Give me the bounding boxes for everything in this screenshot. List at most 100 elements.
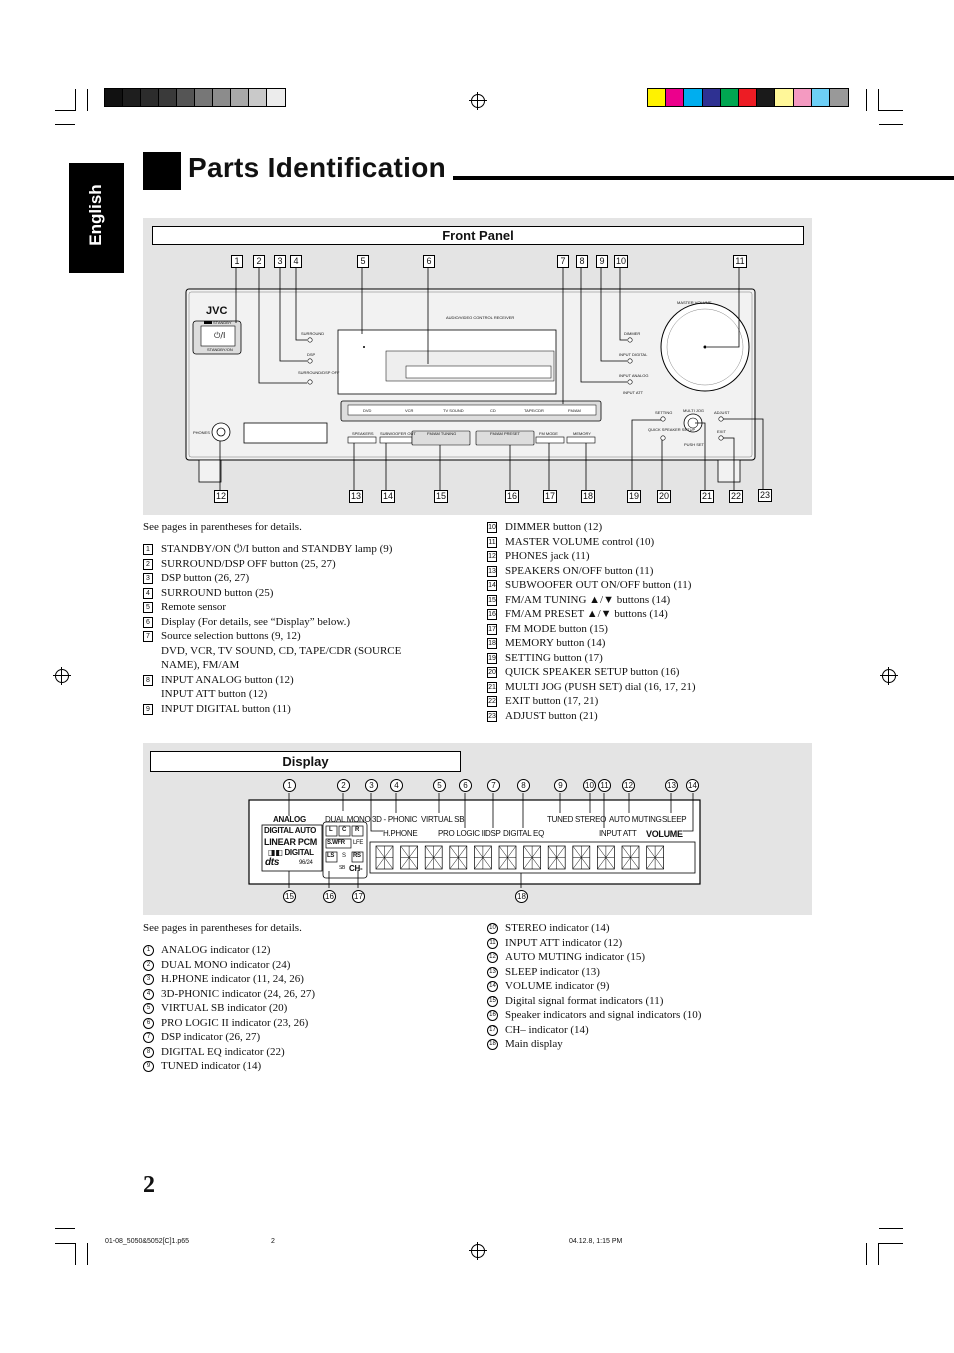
stereo-label: STEREO	[575, 815, 607, 824]
source-button-label: TAPE/CDR	[524, 408, 544, 413]
callout-number: 8	[517, 779, 530, 792]
callout-number: 1	[231, 255, 243, 268]
receiver-illustration	[185, 268, 764, 490]
color-swatch	[647, 88, 667, 107]
auto-muting-label: AUTO MUTING	[609, 815, 662, 824]
phones-label: PHONES	[193, 430, 210, 435]
title-block	[143, 152, 181, 190]
gray-swatch	[212, 88, 232, 107]
item-number: 3	[143, 573, 153, 584]
input-att-label: INPUT ATT	[599, 829, 637, 838]
language-tab: English	[69, 163, 124, 273]
source-button-label: TV SOUND	[443, 408, 464, 413]
callout-number: 7	[557, 255, 569, 268]
dimmer-label: DIMMER	[624, 331, 641, 336]
item-text: FM/AM TUNING ▲/▼ buttons (14)	[505, 593, 671, 606]
item-text: H.PHONE indicator (11, 24, 26)	[161, 973, 304, 985]
item-text: MASTER VOLUME control (10)	[505, 535, 655, 548]
item-number: 12	[487, 952, 498, 963]
item-text: STANDBY/ON ⏻/I button and STANDBY lamp (…	[161, 543, 393, 555]
color-swatch	[792, 88, 813, 107]
gray-swatch	[176, 88, 196, 107]
item-text: DUAL MONO indicator (24)	[161, 958, 291, 971]
item-number: 4	[143, 988, 154, 1000]
item-text: EXIT button (17, 21)	[505, 695, 599, 707]
item-text: DSP button (26, 27)	[161, 572, 250, 584]
volume-label: VOLUME	[646, 829, 683, 839]
callout-number: 9	[596, 255, 608, 268]
power-icon: ⏻/I	[214, 331, 226, 340]
spk-ls: LS	[327, 853, 335, 859]
surround-label: SURROUND	[301, 331, 325, 336]
page-number: 2	[143, 1172, 155, 1198]
item-text: NAME), FM/AM	[161, 659, 240, 671]
item-number: 10	[487, 923, 498, 934]
fm-am-preset-label: FM/AM PRESET	[490, 431, 521, 436]
callout-number: 15	[434, 490, 448, 503]
callout-number: 12	[214, 490, 228, 503]
memory-label: MEMORY	[573, 431, 591, 436]
gray-swatch	[122, 88, 142, 107]
spk-rs: RS	[353, 853, 361, 859]
gray-swatch	[266, 88, 286, 107]
callout-number: 6	[459, 779, 472, 792]
source-button-label: CD	[490, 408, 496, 413]
item-number: 2	[143, 959, 154, 971]
dolby-digital-label: ◨◧ DIGITAL	[268, 848, 314, 857]
item-number: 22	[487, 696, 497, 707]
item-number: 23	[487, 710, 497, 722]
spk-swfr: S.WFR	[327, 840, 345, 846]
list-item: 3 DSP button (26, 27)	[143, 571, 401, 586]
callout-number: 7	[487, 779, 500, 792]
item-text: MEMORY button (14)	[505, 637, 606, 649]
list-item: 22 EXIT button (17, 21)	[487, 694, 696, 709]
front-panel-intro: See pages in parentheses for details.	[143, 521, 302, 533]
color-swatch	[829, 88, 849, 107]
color-swatch	[701, 88, 722, 107]
standby-label: STANDBY	[213, 320, 232, 325]
item-number: 2	[143, 558, 153, 570]
ch-minus-label: CH-	[349, 864, 363, 873]
item-text: DIMMER button (12)	[505, 521, 603, 533]
color-swatch	[810, 88, 831, 107]
callout-number: 16	[323, 890, 336, 903]
quick-speaker-setup-label: QUICK SPEAKER SETUP	[648, 427, 696, 432]
color-swatch	[683, 88, 704, 107]
item-text: VOLUME indicator (9)	[505, 980, 610, 992]
item-number: 14	[487, 580, 497, 591]
callout-number: 2	[253, 255, 265, 268]
language-tab-label: English	[86, 184, 105, 246]
callout-number: 3	[274, 255, 286, 268]
callout-number: 11	[733, 255, 747, 268]
item-text: STEREO indicator (14)	[505, 922, 610, 934]
color-swatch	[774, 88, 795, 107]
footer-date: 04.12.8, 1:15 PM	[569, 1238, 623, 1245]
display-heading: Display	[150, 751, 461, 772]
master-volume-label: MASTER VOLUME	[677, 300, 712, 305]
item-text: SETTING button (17)	[505, 651, 603, 664]
item-number: 5	[143, 602, 153, 613]
item-text: SPEAKERS ON/OFF button (11)	[505, 564, 654, 577]
item-text: DIGITAL EQ indicator (22)	[161, 1045, 285, 1058]
spk-l: L	[329, 827, 333, 833]
callout-number: 3	[365, 779, 378, 792]
item-number: 13	[487, 966, 498, 978]
